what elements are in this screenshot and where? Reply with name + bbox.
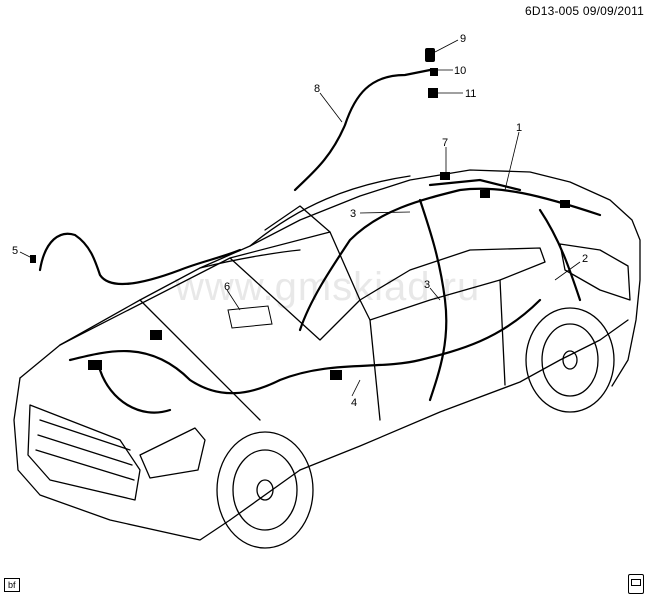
callout-8: 8: [314, 83, 320, 95]
callout-6: 6: [224, 281, 230, 293]
leader-lines: [19, 39, 581, 397]
document-icon: [628, 574, 644, 594]
callout-9: 9: [460, 33, 466, 45]
harness-connectors: [30, 48, 570, 380]
callout-5: 5: [12, 245, 18, 257]
callout-11: 11: [465, 88, 476, 100]
wiring-harness: [38, 68, 602, 414]
callout-7: 7: [442, 137, 448, 149]
diagram-reference: 6D13-005 09/09/2011: [524, 4, 644, 18]
watermark-text: www.gmskiad.ru: [174, 265, 480, 309]
callout-1: 1: [516, 122, 522, 134]
callout-3b: 3: [424, 279, 430, 291]
callout-10: 10: [454, 65, 466, 77]
footer-code: bf: [4, 578, 20, 592]
callout-3a: 3: [350, 208, 356, 220]
callout-4: 4: [351, 397, 357, 409]
label-plate: [227, 305, 273, 329]
callout-2: 2: [582, 253, 588, 265]
car-body: [13, 169, 641, 549]
